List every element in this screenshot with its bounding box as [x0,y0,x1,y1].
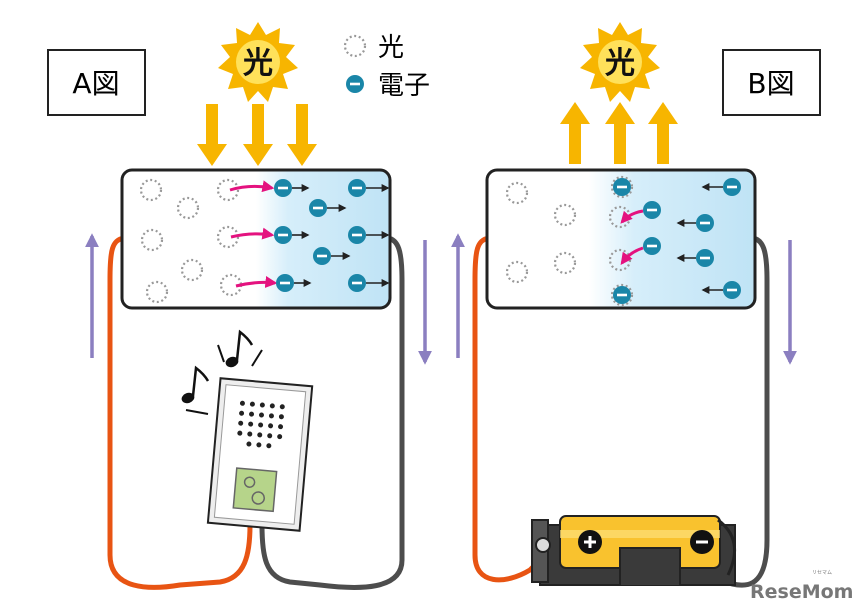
sun-icon-a: 光 [218,22,298,102]
wire-negative-b [719,235,770,588]
figure-a-text: A図 [72,67,119,100]
resemom-logo: リセマム ReseMom [750,570,853,603]
sun-text-b: 光 [605,46,635,81]
electron-icon [346,75,364,93]
solar-panel-a [120,168,392,310]
electron-motion-arrows-a [292,184,390,287]
wire-negative-a [259,235,405,590]
current-arrows [85,233,797,365]
solar-panel-b [485,168,757,310]
light-arrows-down [197,104,317,166]
sun-text-a: 光 [243,46,273,81]
minus-terminal-icon [690,530,714,554]
battery [531,515,736,586]
speaker-grille [237,400,285,449]
legend-electron: 電子 [378,71,430,101]
legend-light: 光 [378,33,404,63]
sun-icon-b: 光 [580,22,660,102]
logo-text: ReseMom [750,581,853,603]
music-note-icons [181,329,263,415]
hole-icon [343,34,367,58]
wire-positive-a [107,235,253,590]
wire-positive-b [472,235,547,583]
plus-terminal-icon [578,530,602,554]
electron-flow-arrows-a [229,180,278,288]
light-arrows-up [560,102,678,164]
electron-motion-arrows-b [676,183,723,294]
figure-a-label: A図 [47,49,146,116]
figure-b-text: B図 [747,67,794,100]
melody-speaker [206,377,314,532]
legend: 光 電子 [343,33,430,101]
figure-b-label: B図 [722,49,821,116]
circuit-chip [232,467,278,513]
logo-subtext: リセマム [812,570,832,576]
electron-flow-arrows-b [620,209,644,265]
